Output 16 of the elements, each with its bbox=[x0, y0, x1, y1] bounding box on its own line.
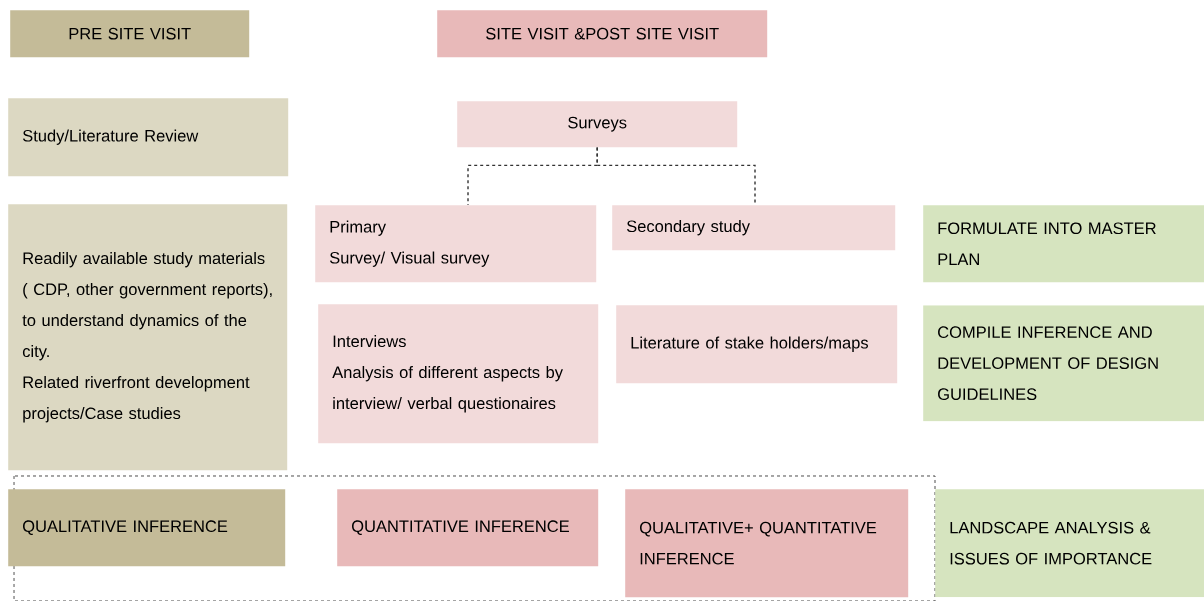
process-box: FORMULATE INTO MASTER PLAN bbox=[923, 205, 1204, 283]
process-box: Primary Survey/ Visual survey bbox=[315, 205, 597, 283]
process-box: Secondary study bbox=[612, 205, 896, 251]
process-box: Surveys bbox=[457, 101, 738, 148]
inference-box: QUALITATIVE INFERENCE bbox=[8, 489, 286, 567]
inference-box: QUALITATIVE+ QUANTITATIVE INFERENCE bbox=[625, 489, 909, 598]
process-box: COMPILE INFERENCE AND DEVELOPMENT OF DESIGN GUIDELINES bbox=[923, 305, 1204, 422]
phase-header: SITE VISIT &POST SITE VISIT bbox=[437, 10, 768, 58]
process-box: Literature of stake holders/maps bbox=[616, 305, 898, 384]
process-box: Readily available study materials ( CDP, other government reports), to understand dynamics of the city. Related riverfront development projects/Case studies bbox=[8, 204, 288, 471]
connector-line bbox=[596, 146, 756, 206]
phase-header: PRE SITE VISIT bbox=[10, 10, 250, 58]
inference-box: LANDSCAPE ANALYSIS & ISSUES OF IMPORTANCE bbox=[935, 489, 1204, 598]
process-box: Interviews Analysis of different aspects by interview/ verbal questionaires bbox=[318, 304, 599, 444]
inference-box: QUANTITATIVE INFERENCE bbox=[337, 489, 599, 567]
process-box: Study/Literature Review bbox=[8, 98, 289, 177]
